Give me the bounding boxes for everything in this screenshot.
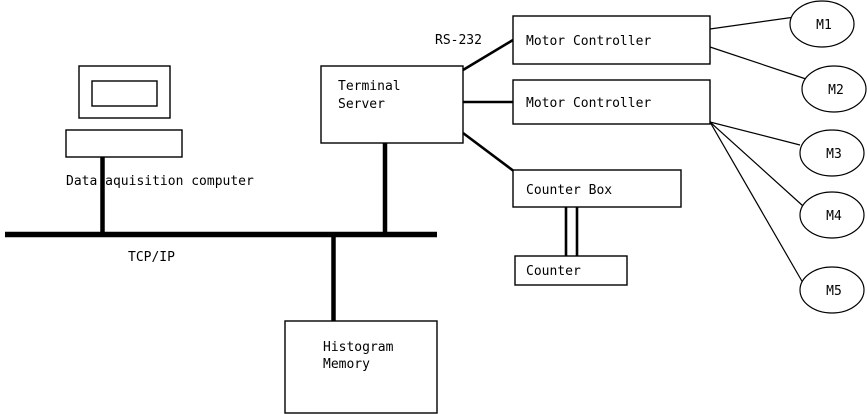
histogram-memory-label-line1: Histogram — [323, 340, 394, 355]
link-motor-controller-1-to-m2 — [709, 46, 807, 80]
link-terminal-server-to-counter-box — [462, 131, 516, 174]
monitor-screen — [91, 80, 158, 107]
link-motor-controller-2-to-m5 — [709, 121, 804, 284]
motor-m1-ellipse[interactable] — [789, 0, 855, 48]
terminal-server-box[interactable] — [320, 65, 464, 144]
link-motor-controller-2-to-m3 — [709, 121, 801, 146]
motor-controller-2-box[interactable] — [512, 79, 711, 125]
motor-m1-label: M1 — [816, 18, 832, 33]
counter-box[interactable] — [512, 169, 682, 208]
histogram-memory-label-line2: Memory — [323, 357, 370, 372]
motor-controller-1-box[interactable] — [512, 15, 711, 65]
rs232-label: RS-232 — [435, 33, 482, 48]
motor-m4-label: M4 — [826, 209, 842, 224]
counter-label: Counter — [526, 264, 581, 279]
link-motor-controller-2-to-m4 — [709, 121, 804, 207]
motor-m5-ellipse[interactable] — [799, 266, 865, 314]
motor-m5-label: M5 — [826, 284, 842, 299]
motor-m2-label: M2 — [828, 83, 844, 98]
terminal-server-label-line1: Terminal — [338, 79, 401, 94]
counter-box-label: Counter Box — [526, 183, 612, 198]
histogram-memory-box[interactable] — [284, 320, 438, 414]
computer-base — [65, 129, 183, 158]
link-motor-controller-1-to-m1 — [709, 16, 796, 30]
motor-controller-1-label: Motor Controller — [526, 34, 651, 49]
motor-m2-ellipse[interactable] — [801, 65, 867, 113]
terminal-server-label-line2: Server — [338, 97, 385, 112]
tcpip-label: TCP/IP — [128, 250, 175, 265]
link-terminal-server-to-motor-controller-1 — [462, 38, 514, 72]
motor-controller-2-label: Motor Controller — [526, 96, 651, 111]
counter-box-device[interactable] — [514, 255, 628, 286]
motor-m4-ellipse[interactable] — [799, 191, 865, 239]
motor-m3-label: M3 — [826, 147, 842, 162]
motor-m3-ellipse[interactable] — [799, 129, 865, 177]
data-acquisition-computer-label: Data aquisition computer — [66, 174, 254, 189]
